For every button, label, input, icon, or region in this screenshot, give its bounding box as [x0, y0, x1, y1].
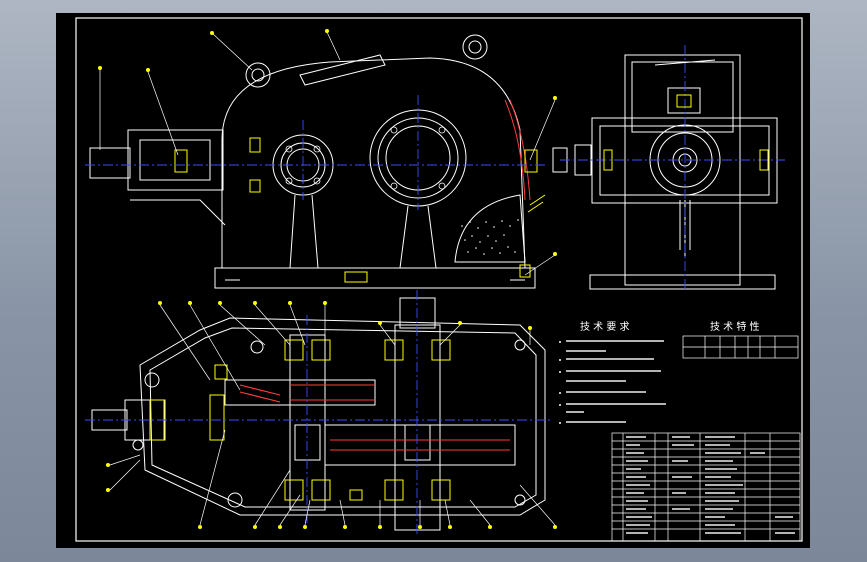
tech-requirements-lines	[559, 340, 666, 424]
front-fasteners	[174, 137, 546, 283]
front-red-lines	[504, 99, 531, 201]
plan-gear-teeth	[239, 384, 510, 451]
front-bolt-holes	[285, 126, 446, 190]
plan-output-shaft-top	[399, 297, 436, 329]
drawing-border	[75, 17, 803, 542]
breather	[667, 87, 701, 114]
inspection-cover	[299, 54, 386, 86]
side-base	[589, 274, 776, 290]
side-fasteners	[603, 94, 769, 171]
front-centerlines	[85, 95, 545, 210]
rib-large	[399, 205, 437, 269]
plan-centerlines	[85, 290, 550, 535]
parts-list-table	[611, 432, 801, 542]
plan-housing-outline	[139, 317, 546, 516]
lifting-eye-left	[245, 62, 271, 88]
plan-pinion	[224, 379, 376, 406]
lifting-eye-right	[462, 34, 488, 60]
side-centerlines	[560, 45, 785, 290]
tech-requirements-title: 技 术 要 求	[580, 320, 630, 333]
tech-characteristics-title: 技 术 特 性	[710, 320, 760, 333]
tech-characteristics-table	[682, 335, 799, 359]
front-base	[214, 267, 536, 289]
sheet-background	[56, 13, 810, 548]
plan-bearings	[149, 339, 451, 501]
side-housing	[624, 54, 741, 286]
oil-sump-section	[454, 194, 526, 263]
plan-view	[91, 297, 546, 531]
bearing-cover-left	[127, 129, 224, 191]
input-shaft-end	[89, 147, 131, 179]
leader-lines	[99, 31, 556, 526]
leader-balloons	[98, 29, 557, 529]
oil-level-dots	[461, 219, 519, 255]
plan-intermediate-shaft	[289, 334, 326, 511]
plan-large-gear	[324, 424, 516, 466]
parts-list-entries	[626, 436, 795, 534]
plan-output-shaft	[394, 324, 441, 531]
rib-small	[289, 194, 319, 269]
